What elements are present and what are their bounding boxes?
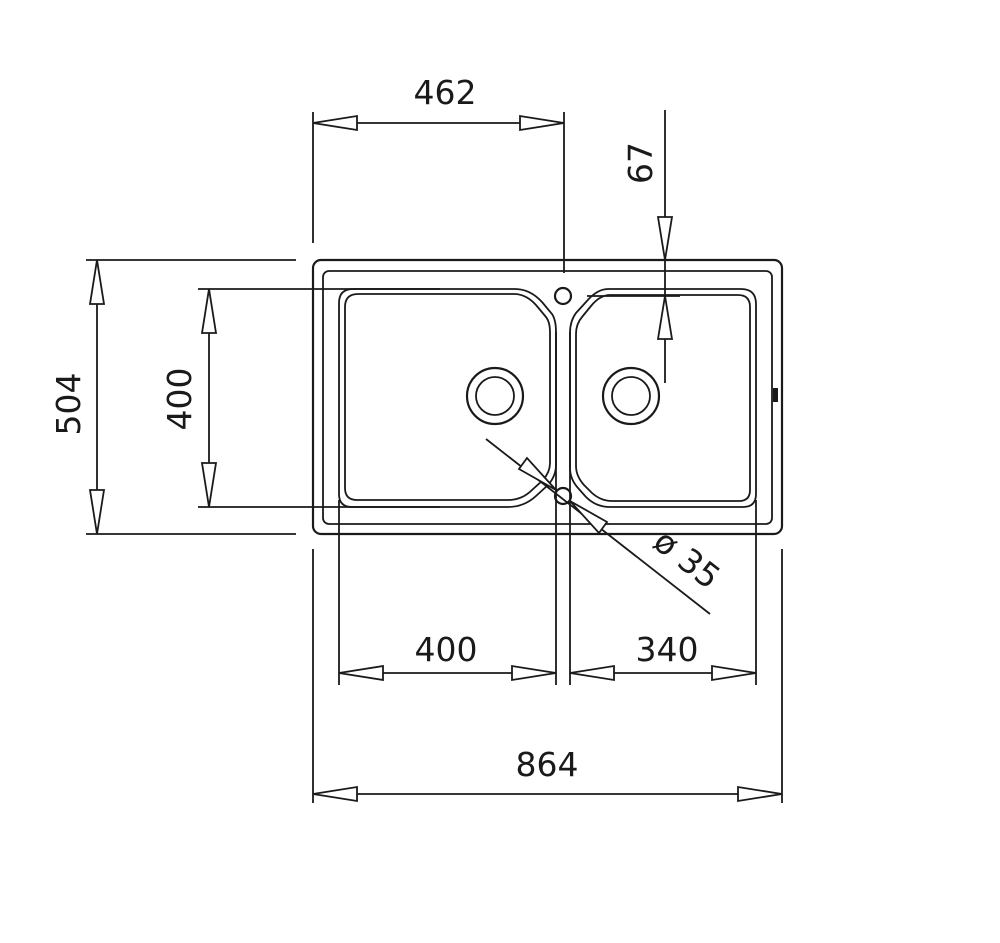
- right-drain-inner: [611, 376, 651, 416]
- dimension-total-width: 864: [312, 549, 783, 803]
- left-drain-inner: [475, 376, 515, 416]
- right-bowl-inner: [575, 294, 751, 502]
- right-bowl-outer: [569, 288, 757, 508]
- dimension-label-462: 462: [414, 73, 477, 112]
- sink-body: [311, 258, 784, 536]
- dimension-bowl-depth: 400: [160, 288, 440, 508]
- overflow-hole: [553, 486, 573, 506]
- sink-outer-rim: [311, 258, 784, 536]
- dimension-tap-offset: 67: [587, 110, 680, 383]
- dimension-label-400-vertical: 400: [160, 368, 199, 431]
- left-drain-outer: [465, 366, 525, 426]
- tap-hole: [553, 286, 573, 306]
- dimension-label-864: 864: [516, 745, 579, 784]
- sink-side-tab: [773, 388, 778, 402]
- dimension-label-340: 340: [636, 630, 699, 669]
- dimension-label-67: 67: [621, 142, 660, 184]
- dimension-label-diameter: ø 35: [646, 521, 727, 596]
- dimension-drain-offset: 462: [312, 73, 565, 273]
- dimension-total-depth: 504: [49, 259, 296, 535]
- dimension-label-400-horizontal: 400: [415, 630, 478, 669]
- dimension-overflow-diameter: ø 35: [485, 438, 728, 615]
- right-drain-outer: [601, 366, 661, 426]
- dimension-label-504: 504: [49, 373, 88, 436]
- sink-inner-rim: [322, 270, 773, 525]
- dimension-bowl-widths: 400 340: [338, 332, 757, 685]
